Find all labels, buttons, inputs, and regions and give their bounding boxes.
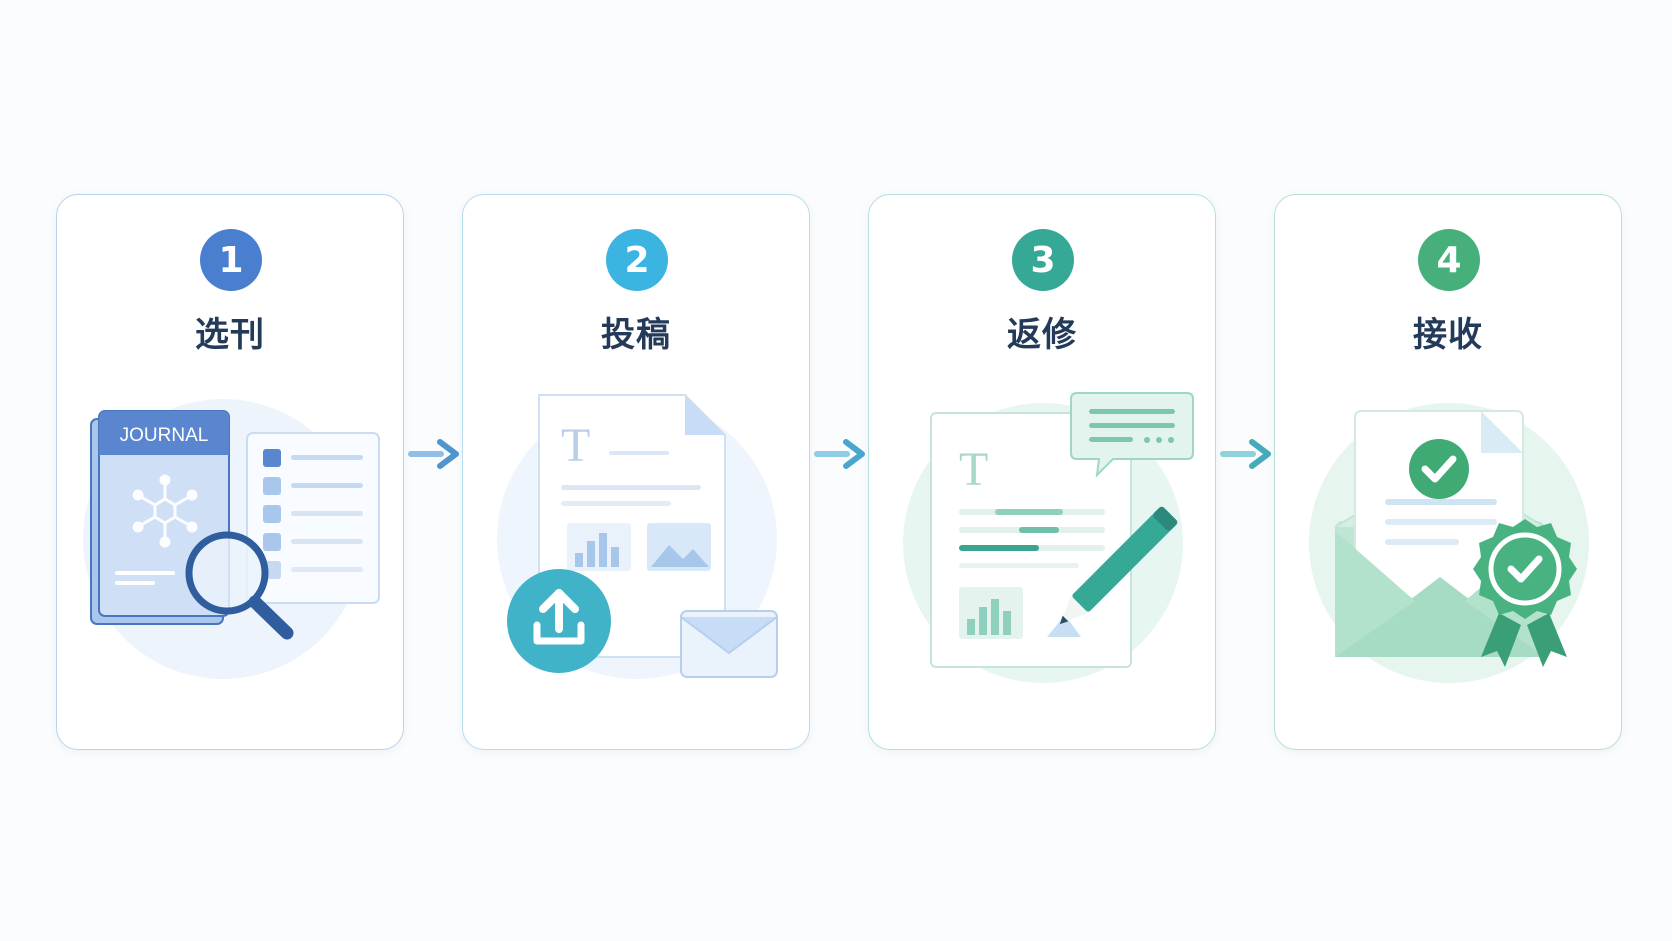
award-badge-icon	[1473, 519, 1577, 667]
text-glyph: T	[561, 419, 590, 472]
step-card-2: 2 投稿 T	[462, 194, 810, 750]
comment-icon	[1070, 392, 1194, 478]
submission-illustration: T	[497, 394, 778, 679]
upload-icon	[507, 569, 611, 673]
envelope-icon	[680, 610, 778, 678]
flow-arrow-2	[814, 439, 865, 469]
step-title: 接收	[1413, 315, 1483, 355]
step-number-badge: 4	[1418, 229, 1480, 291]
step-card-3: 3 返修 T	[868, 194, 1216, 750]
image-icon	[647, 523, 711, 571]
step-title: 投稿	[601, 315, 671, 355]
pencil-icon	[1059, 506, 1178, 625]
step-card-4: 4 接收	[1274, 194, 1622, 750]
step-number-badge: 2	[606, 229, 668, 291]
magnifier-icon	[185, 531, 294, 640]
step-title: 返修	[1007, 315, 1077, 355]
acceptance-illustration	[1309, 403, 1589, 683]
check-icon	[1409, 439, 1469, 499]
text-glyph: T	[959, 443, 988, 496]
step-title: 选刊	[195, 315, 265, 355]
bar-chart-icon	[959, 587, 1081, 639]
step-card-1: 1 选刊 JOURNAL	[56, 194, 404, 750]
flow-arrow-3	[1220, 439, 1271, 469]
revision-illustration: T	[903, 392, 1194, 683]
checklist-icon	[246, 432, 380, 604]
journal-selection-illustration: JOURNAL	[83, 399, 380, 679]
bar-chart-icon	[567, 523, 631, 571]
journal-label: JOURNAL	[120, 425, 209, 446]
flow-arrow-1	[408, 439, 459, 469]
network-icon	[132, 474, 198, 548]
step-number-badge: 3	[1012, 229, 1074, 291]
step-number-badge: 1	[200, 229, 262, 291]
